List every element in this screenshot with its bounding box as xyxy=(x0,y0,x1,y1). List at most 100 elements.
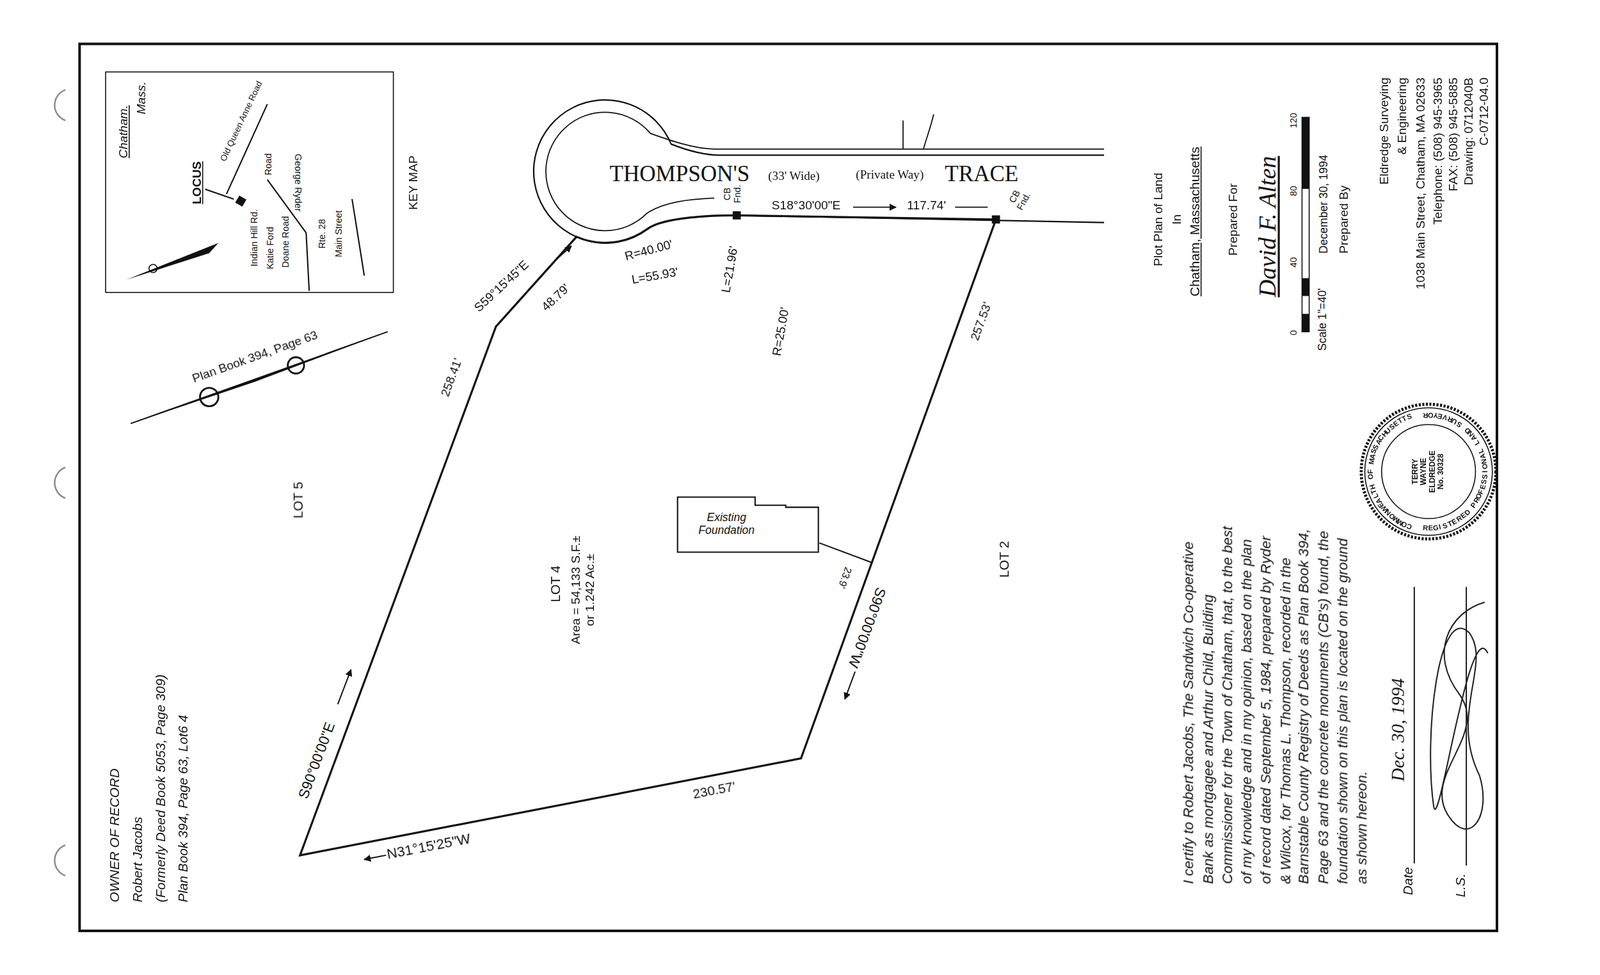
title-line: Plot Plan of Land xyxy=(1152,171,1167,267)
key-map-box: KEY MAPChatham.Mass.LOCUSOld Queen Anne … xyxy=(104,71,394,294)
seal-ring xyxy=(1364,407,1492,536)
locus-marker xyxy=(235,195,247,207)
north-arrow-ornament xyxy=(288,357,305,374)
north-arrow xyxy=(130,331,388,424)
street-width: (33' Wide) xyxy=(767,169,822,184)
lot-label: LOT 4 xyxy=(548,564,564,603)
seal-ring xyxy=(1361,403,1496,539)
road-name: Main Street xyxy=(333,209,344,259)
north-arrow xyxy=(130,331,388,424)
distance: 257.53' xyxy=(967,299,996,344)
driveway-line xyxy=(902,120,904,150)
seal-letter xyxy=(1367,465,1375,468)
monument-note: CB Fnd. xyxy=(1005,184,1034,214)
scale-bar xyxy=(1301,117,1309,332)
way-line xyxy=(533,99,1104,243)
monument-note: CB Fnd. xyxy=(721,183,744,205)
bearing: S90°00'00"W xyxy=(844,584,890,671)
key-map-north-arrow xyxy=(149,264,158,273)
signature-date: Dec. 30, 1994 xyxy=(1387,677,1409,783)
area-label: Area = 54,133 S.F.± or 1.242 Ac.± xyxy=(569,530,598,649)
scale-bar-segment xyxy=(1301,313,1309,332)
bearing: S59°15'45"E xyxy=(471,257,533,316)
seal-letter: S xyxy=(1480,473,1489,479)
town-name: Chatham. xyxy=(117,104,132,160)
title-line: In xyxy=(1170,213,1185,226)
seal-name: TERRY WAYNE ELDREDGE No. 30328 xyxy=(1411,446,1446,496)
distance: 48.79' xyxy=(538,280,574,315)
sheet-frame xyxy=(79,44,1497,932)
bearing-arrows xyxy=(337,207,989,860)
curve-radius: R=40.00' xyxy=(622,237,676,265)
foundation-outline: Existing Foundation xyxy=(676,496,820,553)
prepared-by: Prepared By xyxy=(1337,184,1352,255)
lot-label: LOT 5 xyxy=(291,480,307,520)
seal-letter: S xyxy=(1479,478,1488,485)
scale-number: 40 xyxy=(1288,256,1299,269)
foundation-label: Existing Foundation xyxy=(689,510,764,537)
key-map-heading: KEY MAP xyxy=(407,154,422,211)
distance: 258.41' xyxy=(438,355,466,400)
punch-hole xyxy=(54,89,66,121)
seal-letter xyxy=(1367,480,1376,484)
scale-number: 0 xyxy=(1288,328,1299,336)
north-arrow-label: Plan Book 394, Page 63 xyxy=(189,327,321,386)
north-arrow-ornament xyxy=(200,387,219,407)
seal-letter: G xyxy=(1432,523,1439,532)
seal-ring xyxy=(1381,424,1476,519)
dimension-line xyxy=(954,206,988,208)
scale-number: 120 xyxy=(1288,112,1299,130)
road-name: Road xyxy=(263,152,274,176)
scale-note: Scale 1"=40' xyxy=(1315,287,1329,352)
certification-text: I certify to Robert Jacobs, The Sandwich… xyxy=(1178,523,1372,885)
prepared-for: Prepared For xyxy=(1226,182,1241,257)
scale-bar-segment xyxy=(1301,117,1309,189)
key-map-north-arrow xyxy=(126,242,219,280)
date-line xyxy=(1413,586,1416,864)
key-map-roads xyxy=(204,104,365,292)
distance: 230.57' xyxy=(690,778,738,803)
seal-letter: F xyxy=(1367,469,1375,474)
bearing: S18°30'00"E xyxy=(770,199,842,214)
street-type: (Private Way) xyxy=(855,168,925,183)
firm-address: 1038 Main Street, Chatham, MA 02633 xyxy=(1414,76,1429,291)
road-name: Old Queen Anne Road xyxy=(218,78,266,164)
curve-radius: R=25.00' xyxy=(770,305,794,358)
curve-length: L=21.96' xyxy=(719,243,742,295)
scale-bar-segment xyxy=(1301,277,1309,296)
owner-heading: OWNER OF RECORD xyxy=(107,767,123,904)
scale-number: 80 xyxy=(1288,184,1299,198)
road-name: Indian Hill Rd. xyxy=(248,208,260,268)
lot-boundary xyxy=(300,215,996,856)
punch-hole xyxy=(54,467,66,498)
date-label: Date xyxy=(1401,865,1417,896)
title-location: Chatham, Massachusetts xyxy=(1188,145,1204,297)
locus-label: LOCUS xyxy=(190,160,205,205)
seal-letter: I xyxy=(1438,522,1442,531)
locus-leader xyxy=(204,188,234,200)
state-name: Mass. xyxy=(135,80,150,116)
road-line xyxy=(352,199,365,276)
ls-label: L.S. xyxy=(1453,872,1469,898)
seal-letter: R xyxy=(1422,523,1428,532)
scale-bar-frame xyxy=(1301,117,1309,332)
bearing-arrow xyxy=(844,671,856,699)
lot-label: LOT 2 xyxy=(997,540,1014,579)
seal-letter: I xyxy=(1480,470,1488,473)
lot-parcel-shape xyxy=(295,204,1000,863)
owner-deed: (Formerly Deed Book 5053, Page 309) xyxy=(153,673,169,904)
offset-dimension: 23.9' xyxy=(835,564,855,591)
pavement-line xyxy=(545,112,1104,231)
firm-phone: Telephone: (508) 945-3965 xyxy=(1431,76,1446,226)
road-name: Rte. 28 xyxy=(317,217,328,249)
bearing-arrow xyxy=(853,206,896,208)
bearing-arrow xyxy=(337,669,352,704)
seal-letter: E xyxy=(1427,524,1433,532)
bearing: S90°00'00"E xyxy=(294,718,339,802)
owner-name: Robert Jacobs xyxy=(131,815,147,904)
road-name: George Ryder xyxy=(292,152,303,213)
curve-length: L=55.93' xyxy=(629,265,681,288)
drawing-number: C-0712-04.0 xyxy=(1477,76,1492,148)
road-name: Katie Ford xyxy=(264,225,276,271)
firm-name: & Engineering xyxy=(1395,76,1410,156)
